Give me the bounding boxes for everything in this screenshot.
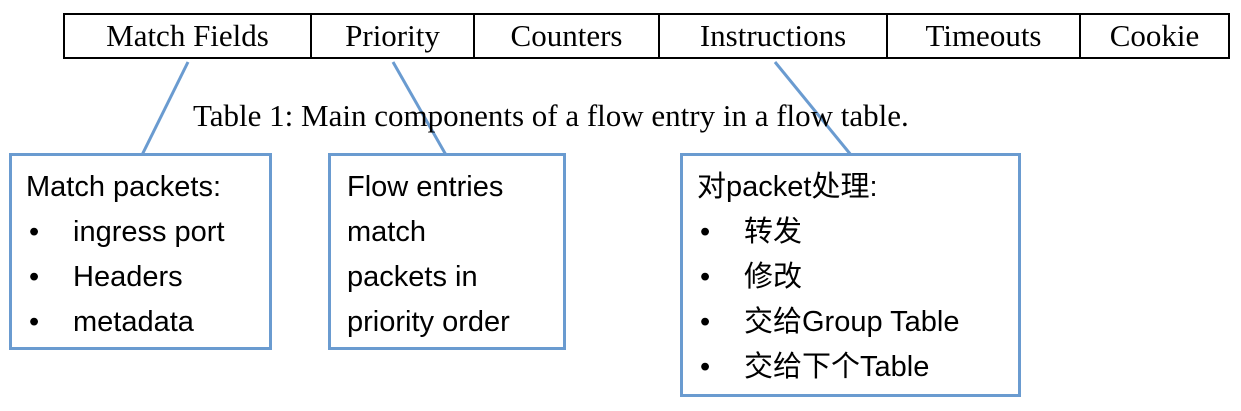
list-item: 修改 — [697, 255, 1018, 300]
column-priority: Priority — [312, 15, 475, 57]
callout-priority-line: Flow entries — [347, 171, 504, 203]
callout-match-packets: Match packets: ingress port Headers meta… — [9, 153, 272, 350]
callout-instructions: 对packet处理: 转发 修改 交给Group Table 交给下个Table — [680, 153, 1021, 397]
column-timeouts: Timeouts — [888, 15, 1081, 57]
flow-table-header: Match Fields Priority Counters Instructi… — [63, 13, 1230, 59]
callout-priority-line: priority order — [347, 306, 510, 338]
list-item: Headers — [26, 255, 269, 300]
callout-instructions-list: 转发 修改 交给Group Table 交给下个Table — [697, 210, 1018, 390]
list-item: metadata — [26, 300, 269, 345]
callout-instructions-title: 对packet处理: — [697, 171, 878, 203]
column-instructions: Instructions — [660, 15, 888, 57]
list-item: 转发 — [697, 210, 1018, 255]
list-item: ingress port — [26, 210, 269, 255]
table-caption: Table 1: Main components of a flow entry… — [193, 98, 909, 133]
callout-priority-line: match — [347, 216, 426, 248]
connector-instructions — [773, 61, 853, 156]
list-item: 交给下个Table — [697, 345, 1018, 390]
column-match-fields: Match Fields — [65, 15, 312, 57]
callout-priority-line: packets in — [347, 261, 478, 293]
callout-match-list: ingress port Headers metadata — [26, 210, 269, 345]
connector-priority — [391, 61, 448, 156]
callout-match-title: Match packets: — [26, 171, 222, 203]
list-item: 交给Group Table — [697, 300, 1018, 345]
callout-priority: Flow entries match packets in priority o… — [328, 153, 566, 350]
column-cookie: Cookie — [1109, 18, 1200, 53]
column-counters: Counters — [475, 15, 660, 57]
connector-match — [140, 61, 190, 156]
